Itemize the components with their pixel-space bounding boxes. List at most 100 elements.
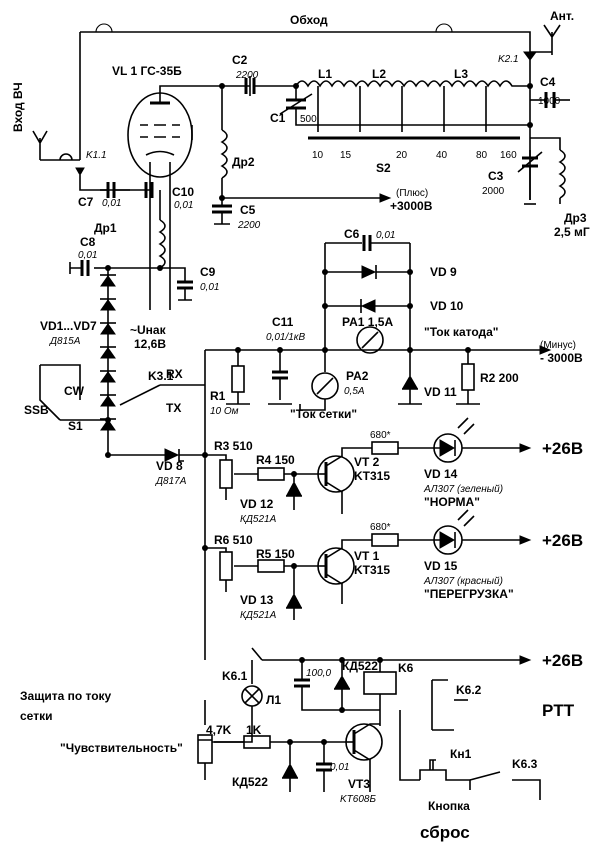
bypass-label: Обход — [290, 13, 328, 27]
unak-value: 12,6В — [134, 337, 166, 351]
c4-label: C4 — [540, 75, 556, 89]
vt2-label: VT 2 — [354, 455, 380, 469]
minus-label: (Минус) — [540, 340, 576, 351]
r1k-label: 1K — [246, 723, 262, 737]
junction-dots — [105, 83, 533, 745]
d815-label: Д815А — [49, 336, 81, 347]
c4-value: 1000 — [538, 96, 561, 107]
c100-label: 100,0 — [306, 668, 331, 679]
vd8-label: VD 8 — [156, 459, 183, 473]
vt1-label: VT 1 — [354, 549, 380, 563]
c3-value: 2000 — [482, 186, 505, 197]
c6-value: 0,01 — [376, 230, 395, 241]
indicator-norma — [205, 417, 532, 514]
r680b-label: 680* — [370, 522, 391, 533]
lamp-label: Л1 — [266, 693, 281, 707]
c11-value: 0,01/1кВ — [266, 332, 306, 343]
plus-label: (Плюс) — [396, 188, 428, 199]
vd12-label: VD 12 — [240, 497, 274, 511]
s2-pos-10: 10 — [312, 150, 324, 161]
k6-label: K6 — [398, 661, 414, 675]
rf-input-symbol — [32, 130, 130, 191]
dr3-label: Др3 — [564, 211, 587, 225]
sensitivity-label: "Чувствительность" — [60, 741, 183, 755]
c9-value: 0,01 — [200, 282, 219, 293]
c3-label: C3 — [488, 169, 504, 183]
s2-pos-20: 20 — [396, 150, 408, 161]
k63-label: K6.3 — [512, 757, 538, 771]
c8-value: 0,01 — [78, 250, 97, 261]
ant-label: Ант. — [550, 9, 574, 23]
c5-value: 2200 — [237, 220, 261, 231]
s2-pos-160: 160 — [500, 150, 517, 161]
vd11-label: VD 11 — [424, 385, 457, 399]
l1-label: L1 — [318, 67, 332, 81]
plus-value: +3000В — [390, 199, 433, 213]
meter-circuit — [226, 235, 480, 411]
c2-value: 2200 — [235, 70, 259, 81]
s2-pos-15: 15 — [340, 150, 352, 161]
vd14-label: VD 14 — [424, 467, 458, 481]
c5-label: C5 — [240, 203, 256, 217]
r1-label: R1 — [210, 389, 226, 403]
protection-title-line1: Защита по току — [20, 689, 112, 703]
rf-in-label: Вход ВЧ — [11, 82, 25, 132]
norma-label: "НОРМА" — [424, 495, 480, 509]
c001-label: 0,01 — [330, 762, 349, 773]
s2-pos-40: 40 — [436, 150, 448, 161]
k11-label: K1.1 — [86, 150, 107, 161]
cathode-circuit — [108, 345, 552, 660]
c6-label: C6 — [344, 227, 360, 241]
reset-label: сброс — [420, 823, 470, 842]
vd10-label: VD 10 — [430, 299, 464, 313]
kd522b-label: КД522 — [232, 775, 268, 789]
r47-label: 4,7K — [206, 723, 232, 737]
tube-vl1 — [127, 85, 250, 190]
c8-label: C8 — [80, 235, 96, 249]
kd521b-label: КД521А — [240, 610, 277, 621]
k61-label: K6.1 — [222, 669, 248, 683]
pa1-label: PA1 1,5А — [342, 315, 393, 329]
zener-stack — [100, 268, 116, 455]
button-label: Кнопка — [428, 799, 470, 813]
bypass-line — [79, 23, 531, 160]
c7-label: C7 — [78, 195, 94, 209]
c7-value: 0,01 — [102, 198, 121, 209]
vt1-type: KT315 — [354, 563, 390, 577]
vl1-label: VL 1 ГС-35Б — [112, 64, 182, 78]
indicator-overload — [205, 509, 532, 620]
r1-value: 10 Ом — [210, 406, 239, 417]
p26c-label: +26В — [542, 651, 583, 670]
s2-pos-80: 80 — [476, 150, 488, 161]
r6-label: R6 510 — [214, 533, 253, 547]
vd17-label: VD1...VD7 — [40, 319, 97, 333]
c11-label: C11 — [272, 315, 294, 329]
grid-input — [69, 182, 193, 310]
rx-label: RX — [166, 367, 183, 381]
al307r-label: АЛ307 (красный) — [423, 576, 503, 587]
ptt-label: PTT — [542, 701, 575, 720]
al307g-label: АЛ307 (зеленый) — [423, 484, 503, 495]
cw-label: CW — [64, 384, 85, 398]
ssb-label: SSB — [24, 403, 49, 417]
r3-label: R3 510 — [214, 439, 253, 453]
dr3-value: 2,5 мГ — [554, 225, 590, 239]
vt2-type: KT315 — [354, 469, 390, 483]
s2-label: S2 — [376, 161, 391, 175]
c2-label: C2 — [232, 53, 248, 67]
dr2-label: Др2 — [232, 155, 255, 169]
protection-title-line2: сетки — [20, 709, 52, 723]
pa2-label: PA2 — [346, 369, 369, 383]
p26b-label: +26В — [542, 531, 583, 550]
tx-label: TX — [166, 401, 181, 415]
vt3-label: VT3 — [348, 777, 370, 791]
vd15-label: VD 15 — [424, 559, 458, 573]
overload-label: "ПЕРЕГРУЗКА" — [424, 587, 514, 601]
c1-value: 500 — [300, 114, 317, 125]
c10-label: C10 — [172, 185, 194, 199]
r2-label: R2 200 — [480, 371, 519, 385]
kn1-label: Кн1 — [450, 747, 472, 761]
minus-value: - 3000В — [540, 351, 583, 365]
tank-circuit — [244, 76, 570, 205]
k31-label: K3.1 — [148, 369, 174, 383]
